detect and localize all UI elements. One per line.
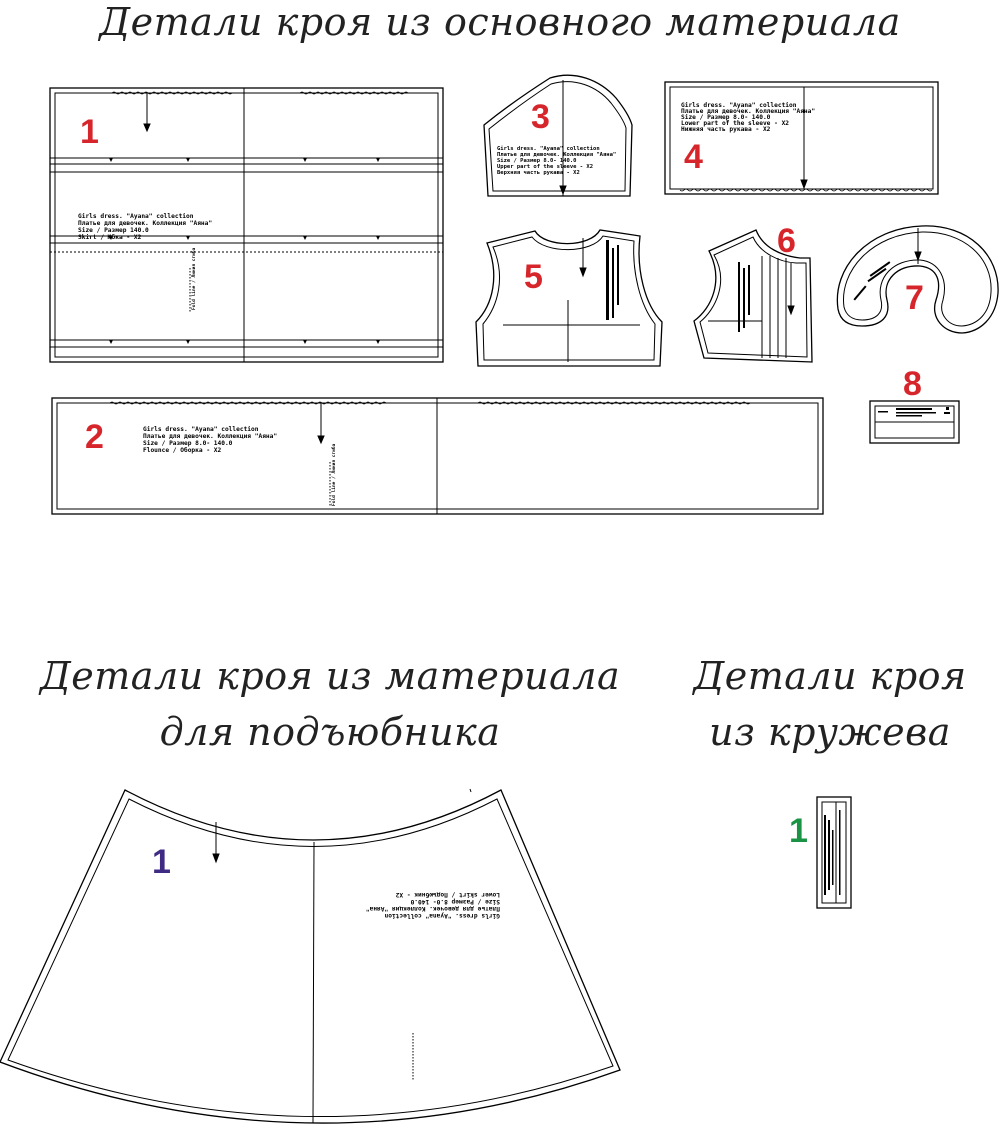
petticoat-piece-1-lower-skirt: 1 Girls dress. "Ayana" collection Платье… xyxy=(0,788,621,1124)
heading-lace: Детали кроя из кружева xyxy=(693,654,967,754)
piece-2-label-line-4: Flounce / Оборка - X2 xyxy=(143,446,222,454)
piece-6-bodice-back: 6 xyxy=(693,222,813,363)
piece-1-label-line-2: Платье для девочек. Коллекция "Аяна" xyxy=(78,220,212,227)
piece-6-number: 6 xyxy=(777,222,796,260)
piece-5-bodice: 5 xyxy=(475,229,663,367)
piece-2-number: 2 xyxy=(85,418,104,456)
piece-2-fold-label: Fold line / Линия сгиба xyxy=(330,443,337,506)
piece-5-number: 5 xyxy=(524,258,543,296)
piece-2-label-line-2: Платье для девочек. Коллекция "Аяна" xyxy=(143,433,277,440)
petticoat-piece-1-number: 1 xyxy=(152,843,171,881)
piece-2-label-line-1: Girls dress. "Ayana" collection xyxy=(143,425,259,433)
piece-3-label-line-4: Upper part of the sleeve - X2 xyxy=(497,164,593,170)
piece-4-label-line-1: Girls dress. "Ayana" collection xyxy=(681,101,797,109)
lace-piece-1-number: 1 xyxy=(789,812,808,850)
heading-main-fabric: Детали кроя из основного материала xyxy=(99,0,901,44)
piece-4-label-line-4: Lower part of the sleeve - X2 xyxy=(681,120,789,127)
piece-3-label-line-2: Платье для девочек. Коллекция "Аяна" xyxy=(497,152,616,158)
piece-4-number: 4 xyxy=(684,138,703,176)
piece-8-number: 8 xyxy=(903,365,922,403)
heading-petticoat-fabric: Детали кроя из материала для подъюбника xyxy=(39,654,621,754)
piece-3-label-line-1: Girls dress. "Ayana" collection xyxy=(497,146,600,152)
piece-3-label-line-3: Size / Размер 8.0- 140.0 xyxy=(497,158,576,164)
piece-1-fold-label: Fold line / Линия сгиба xyxy=(190,247,197,310)
piece-2-flounce: 2 Girls dress. "Ayana" collection Платье… xyxy=(51,397,824,515)
piece-3-upper-sleeve: 3 Girls dress. "Ayana" collection Платье… xyxy=(483,74,633,197)
piece-7-number: 7 xyxy=(905,279,924,317)
piece-1-skirt: 1 Girls dress. "Ayana" collection Платье… xyxy=(49,87,444,363)
piece-3-label-line-5: Верхняя часть рукава - X2 xyxy=(497,170,580,176)
piece-1-label-line-3: Size / Размер 140.0 xyxy=(78,226,149,234)
petticoat-label-line-3: Size / Размер 8.0- 140.0 xyxy=(410,898,500,906)
piece-2-label-line-3: Size / Размер 8.0- 140.0 xyxy=(143,439,233,447)
piece-8-band: 8 xyxy=(869,365,960,444)
piece-1-number: 1 xyxy=(80,113,99,151)
piece-3-number: 3 xyxy=(531,98,550,136)
piece-4-label-line-5: Нижняя часть рукава - X2 xyxy=(681,126,771,133)
piece-4-lower-sleeve: 4 Girls dress. "Ayana" collection Платье… xyxy=(664,81,939,195)
piece-4-label-line-3: Size / Размер 8.0- 140.0 xyxy=(681,113,771,121)
lace-piece-1: 1 xyxy=(789,796,852,909)
piece-1-label-line-4: Skirt / Юбка - X2 xyxy=(78,233,142,241)
petticoat-label-line-1: Girls dress. "Ayana" collection xyxy=(384,912,500,920)
petticoat-label-line-2: Платье для девочек. Коллекция "Аяна" xyxy=(366,905,500,912)
petticoat-label-line-4: Lower skirt / Подъюбник - X2 xyxy=(395,891,500,899)
piece-1-label-line-1: Girls dress. "Ayana" collection xyxy=(78,212,194,220)
piece-7-collar: 7 xyxy=(836,225,999,334)
piece-4-label-line-2: Платье для девочек. Коллекция "Аяна" xyxy=(681,108,815,115)
